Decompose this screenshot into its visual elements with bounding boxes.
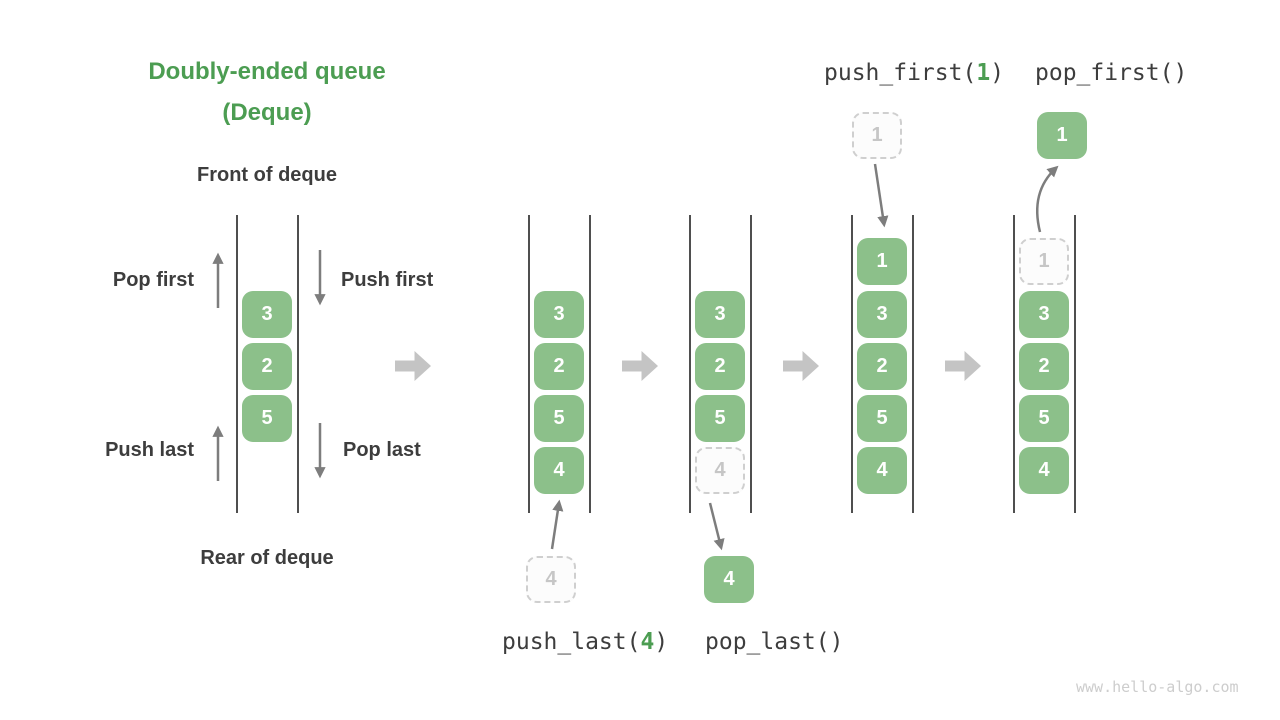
pop-last-label: Pop last (343, 439, 421, 461)
push-first-op-arrow (873, 163, 889, 228)
step3-right-rail (912, 215, 914, 513)
code-text: push_last( (502, 629, 641, 655)
step2-left-rail (689, 215, 691, 513)
deque-cell: 5 (857, 395, 907, 442)
deque-cell: 2 (534, 343, 584, 390)
step2-right-rail (750, 215, 752, 513)
push-last-label: Push last (105, 439, 194, 461)
rear-of-deque-label: Rear of deque (200, 547, 334, 569)
code-arg: 1 (976, 60, 991, 86)
push-last-arrow (212, 425, 224, 481)
flow-right-arrow-1 (395, 351, 431, 381)
pop-first-code-label: pop_first() (1035, 60, 1187, 86)
deque-cell: 5 (1019, 395, 1069, 442)
push-last-op-arrow (550, 499, 564, 550)
pop-first-op-arrow (1036, 165, 1059, 233)
push-first-code-label: push_first(1) (824, 60, 1004, 86)
deque-cell-removed: 1 (1019, 238, 1069, 285)
code-text: pop_first() (1035, 60, 1188, 86)
incoming-value-box: 1 (852, 112, 902, 159)
push-first-label: Push first (341, 269, 434, 291)
deque-cell: 3 (857, 291, 907, 338)
pop-first-label: Pop first (112, 269, 194, 291)
deque-cell: 2 (857, 343, 907, 390)
push-last-code-label: push_last(4) (502, 629, 668, 655)
figure-title-line2: (Deque) (222, 99, 312, 126)
popped-value-box: 1 (1037, 112, 1087, 159)
pop-last-code-label: pop_last() (705, 629, 843, 655)
pop-first-arrow (212, 252, 224, 308)
concept-deque-left-rail (236, 215, 238, 513)
code-text: ) (654, 629, 669, 655)
deque-cell: 2 (695, 343, 745, 390)
deque-cell: 3 (1019, 291, 1069, 338)
front-of-deque-label: Front of deque (197, 164, 337, 186)
deque-cell: 4 (1019, 447, 1069, 494)
flow-right-arrow-2 (622, 351, 658, 381)
deque-cell: 3 (242, 291, 292, 338)
deque-cell: 1 (857, 238, 907, 285)
deque-cell: 5 (534, 395, 584, 442)
step4-right-rail (1074, 215, 1076, 513)
deque-cell-removed: 4 (695, 447, 745, 494)
step3-left-rail (851, 215, 853, 513)
deque-cell: 2 (1019, 343, 1069, 390)
concept-deque-right-rail (297, 215, 299, 513)
figure-title-line1: Doubly-ended queue (148, 58, 386, 85)
popped-value-box: 4 (704, 556, 754, 603)
deque-cell: 3 (534, 291, 584, 338)
deque-cell: 4 (857, 447, 907, 494)
deque-cell: 5 (695, 395, 745, 442)
code-text: ) (990, 60, 1005, 86)
push-first-arrow (314, 250, 326, 306)
deque-cell: 4 (534, 447, 584, 494)
flow-right-arrow-4 (945, 351, 981, 381)
code-arg: 4 (640, 629, 655, 655)
flow-right-arrow-3 (783, 351, 819, 381)
pop-last-arrow (314, 423, 326, 479)
incoming-value-box: 4 (526, 556, 576, 603)
step1-right-rail (589, 215, 591, 513)
deque-cell: 2 (242, 343, 292, 390)
deque-cell: 3 (695, 291, 745, 338)
site-watermark: www.hello-algo.com (1076, 678, 1239, 696)
pop-last-op-arrow (708, 502, 725, 551)
deque-cell: 5 (242, 395, 292, 442)
step1-left-rail (528, 215, 530, 513)
step4-left-rail (1013, 215, 1015, 513)
code-text: pop_last() (705, 629, 844, 655)
code-text: push_first( (824, 60, 977, 86)
